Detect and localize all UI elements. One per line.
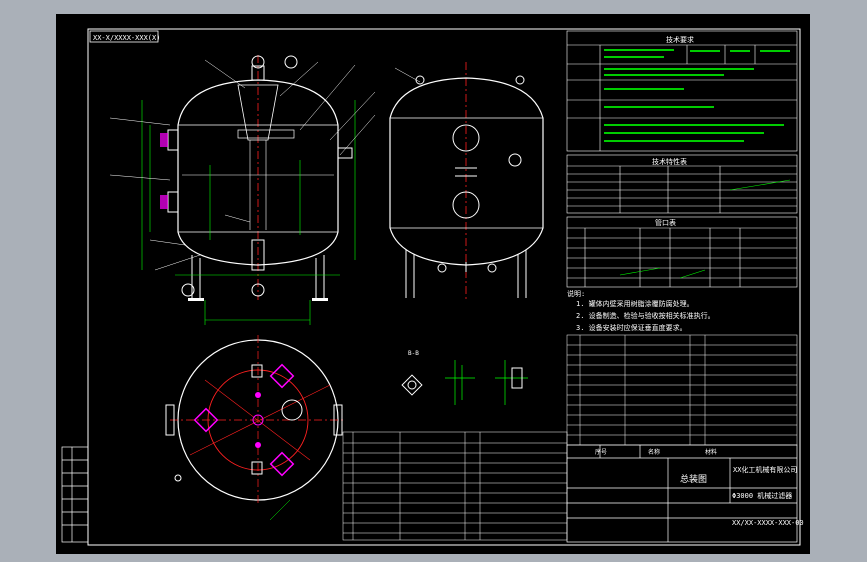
top-view <box>165 335 346 521</box>
note-1: 1. 罐体内壁采用树脂涂覆防腐处理。 <box>576 299 694 308</box>
tb-label-1: 序号 <box>595 448 607 456</box>
code-box-text: XX-X/XXXX-XXX(X) <box>93 34 160 42</box>
product-name: Φ3000 机械过滤器 <box>732 491 792 500</box>
notes-title: 说明: <box>567 289 585 298</box>
tech-req-title: 技术要求 <box>666 35 694 44</box>
drawing-sheet <box>56 14 810 554</box>
drawing-name: 总装图 <box>680 473 707 485</box>
code-box <box>89 30 159 43</box>
tech-requirements-table <box>566 30 798 152</box>
note-3: 3. 设备安装时应保证垂直度要求。 <box>576 323 687 332</box>
tech-characteristic-table <box>566 154 798 214</box>
detail-sections: B-B <box>401 350 528 405</box>
nozzle-title: 管口表 <box>655 218 676 227</box>
tb-label-3: 材料 <box>705 448 717 456</box>
side-view-vessel <box>389 62 544 300</box>
stamp-table <box>61 446 89 543</box>
title-block <box>566 444 798 543</box>
tb-label-2: 名称 <box>648 448 660 456</box>
tech-char-title: 技术特性表 <box>652 157 687 166</box>
nozzle-table <box>566 216 798 288</box>
company-name: XX化工机械有限公司 <box>733 465 797 474</box>
drawing-frame <box>87 28 801 546</box>
section-label: B-B <box>408 350 419 357</box>
tech-req-text <box>604 49 790 142</box>
note-2: 2. 设备制造、检验与验收按相关标准执行。 <box>576 311 715 320</box>
drawing-number: XX/XX-XXXX-XXX-00 <box>732 519 804 527</box>
front-view-vessel <box>109 55 376 325</box>
